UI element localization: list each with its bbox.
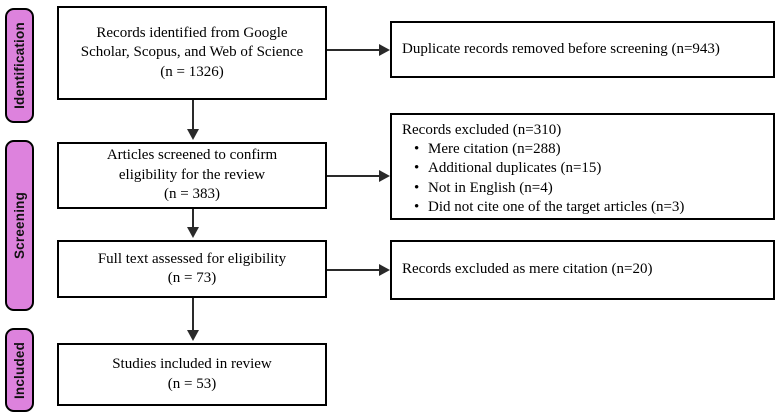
box-articles-screened-count: (n = 383) <box>164 186 220 203</box>
box-full-text-assessed: Full text assessed for eligibility (n = … <box>57 240 327 298</box>
list-item-label: Not in English (n=4) <box>428 179 553 196</box>
box-records-excluded-title: Records excluded (n=310) <box>402 122 562 138</box>
stage-tab-screening-label: Screening <box>12 191 28 260</box>
list-item: • Additional duplicates (n=15) <box>414 159 763 179</box>
box-records-identified: Records identified from Google Scholar, … <box>57 6 327 100</box>
arrow-down-icon <box>187 227 199 238</box>
bullet-icon: • <box>414 199 420 216</box>
list-item-label: Did not cite one of the target articles … <box>428 199 685 216</box>
stage-tab-identification: Identification <box>5 8 34 123</box>
box-articles-screened-line1: Articles screened to confirm <box>106 147 278 164</box>
box-records-identified-count: (n = 1326) <box>160 63 224 80</box>
bullet-icon: • <box>414 179 420 196</box>
list-item: • Not in English (n=4) <box>414 179 763 199</box>
box-articles-screened-line2: eligibility for the review <box>118 166 266 183</box>
stage-tab-included-label: Included <box>12 341 28 399</box>
arrow-right-icon <box>379 44 390 56</box>
connector-fulltext-to-excluded-mere <box>327 269 381 271</box>
box-records-identified-line2: Scholar, Scopus, and Web of Science <box>80 44 304 61</box>
box-records-identified-line1: Records identified from Google <box>96 24 288 41</box>
records-excluded-reason-list: • Mere citation (n=288) • Additional dup… <box>402 140 763 218</box>
box-studies-included-count: (n = 53) <box>167 375 217 392</box>
list-item-label: Mere citation (n=288) <box>428 140 561 157</box>
connector-fulltext-to-included <box>192 298 194 332</box>
bullet-icon: • <box>414 140 420 157</box>
connector-identified-to-duplicates <box>327 49 381 51</box>
box-studies-included: Studies included in review (n = 53) <box>57 343 327 406</box>
box-records-excluded-mere-citation: Records excluded as mere citation (n=20) <box>390 240 775 300</box>
connector-screened-to-excluded <box>327 175 381 177</box>
box-full-text-assessed-count: (n = 73) <box>167 270 217 286</box>
stage-tab-identification-label: Identification <box>12 22 27 109</box>
box-duplicate-records-removed-text: Duplicate records removed before screeni… <box>402 40 720 57</box>
box-duplicate-records-removed: Duplicate records removed before screeni… <box>390 21 775 78</box>
arrow-right-icon <box>379 264 390 276</box>
box-studies-included-line1: Studies included in review <box>112 356 272 372</box>
connector-identified-to-screened <box>192 100 194 131</box>
stage-tab-included: Included <box>5 328 34 412</box>
stage-tab-screening: Screening <box>5 140 34 311</box>
box-articles-screened: Articles screened to confirm eligibility… <box>57 142 327 209</box>
connector-screened-to-fulltext <box>192 209 194 229</box>
bullet-icon: • <box>414 160 420 177</box>
arrow-down-icon <box>187 129 199 140</box>
box-full-text-assessed-line1: Full text assessed for eligibility <box>97 250 287 267</box>
list-item: • Mere citation (n=288) <box>414 140 763 160</box>
box-records-excluded: Records excluded (n=310) • Mere citation… <box>390 113 775 220</box>
box-records-excluded-mere-citation-text: Records excluded as mere citation (n=20) <box>402 261 653 278</box>
list-item-label: Additional duplicates (n=15) <box>428 160 602 177</box>
arrow-down-icon <box>187 330 199 341</box>
arrow-right-icon <box>379 170 390 182</box>
list-item: • Did not cite one of the target article… <box>414 198 763 218</box>
